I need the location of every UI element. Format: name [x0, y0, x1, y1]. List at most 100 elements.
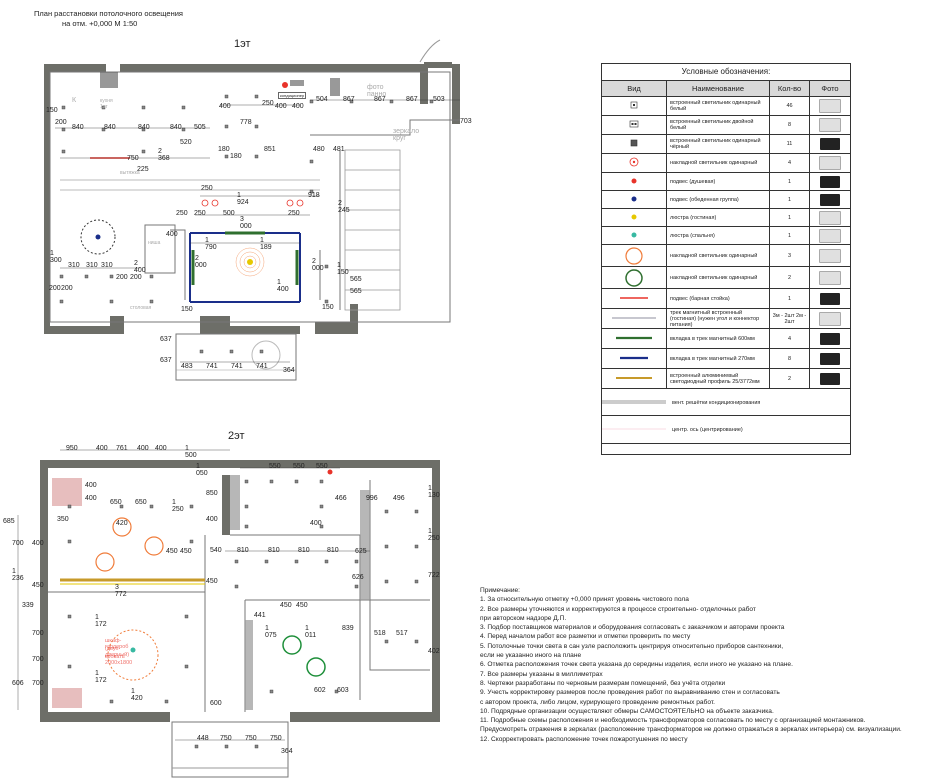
dim: 1 250: [428, 528, 440, 542]
dim: 420: [116, 520, 128, 527]
photo-thumbnail: [820, 175, 840, 188]
dim: 810: [298, 547, 310, 554]
dim: 918: [308, 192, 320, 199]
dim: 750: [270, 735, 282, 742]
dim: 741: [206, 363, 218, 370]
dim: 1 924: [237, 192, 249, 206]
dim: 504: [316, 96, 328, 103]
legend-symbol: [602, 369, 667, 388]
photo-thumbnail: [819, 248, 841, 263]
dim: 400: [85, 495, 97, 502]
legend-name: люстра (спальня): [667, 227, 770, 244]
legend-name: встроенный алюминиевый светодиодный проф…: [667, 369, 770, 388]
legend-name: трек магнитный встроенный (гостиная) (ну…: [667, 309, 770, 328]
dim: 1 130: [428, 485, 440, 499]
dim: 400: [85, 482, 97, 489]
text-k: К: [72, 97, 77, 104]
dim: 867: [406, 96, 418, 103]
dim: 1 420: [131, 688, 143, 702]
dim: 867: [343, 96, 355, 103]
dim: 778: [240, 119, 252, 126]
legend-symbol: центр. ось (центрирование): [602, 416, 850, 443]
floor2-label: 2эт: [228, 430, 245, 442]
dim: 200: [49, 285, 61, 292]
note-line: 11. Подробные схемы расположения и необх…: [480, 717, 866, 725]
dim: 1 075: [265, 625, 277, 639]
dim: 565: [350, 288, 362, 295]
legend-col-qty: Кол-во: [770, 81, 810, 96]
dim: 250: [288, 210, 300, 217]
legend-row: подвес (обеденная группа)1: [602, 191, 850, 209]
photo-thumbnail: [820, 138, 840, 150]
floor1-plan: [44, 39, 460, 381]
dim: 180: [230, 153, 242, 160]
legend-photo: [810, 289, 850, 308]
dim: 450: [166, 548, 178, 555]
legend-symbol: [602, 191, 667, 208]
dim: 650: [110, 499, 122, 506]
legend-symbol: [602, 209, 667, 226]
dim: 550: [316, 463, 328, 470]
dim: 700: [12, 540, 24, 547]
dim: 565: [350, 276, 362, 283]
legend-name: встроенный светильник одинарный чёрный: [667, 135, 770, 153]
dim: 810: [237, 547, 249, 554]
dim: 1 150: [337, 262, 349, 276]
dim: 400: [275, 103, 287, 110]
photo-thumbnail: [820, 352, 840, 365]
legend-photo: [810, 245, 850, 266]
legend-name: подвес (душевая): [667, 173, 770, 190]
legend-name: встроенный светильник двойной белый: [667, 116, 770, 134]
dim: 2 368: [158, 148, 170, 162]
dim: 364: [283, 367, 295, 374]
dim: 250: [194, 210, 206, 217]
dim: 150: [46, 107, 58, 114]
chandelier-living-icon: [247, 259, 253, 265]
dim: 310: [68, 262, 80, 269]
text-hood: вытяжка: [120, 170, 140, 176]
notes: Примечание: 1. За относительную отметку …: [480, 586, 930, 744]
dim: 2 245: [338, 200, 350, 214]
dim: 741: [256, 363, 268, 370]
text-kitchen: кухня 1эт: [100, 98, 113, 110]
dim: 517: [396, 630, 408, 637]
dim: 450: [32, 582, 44, 589]
legend-symbol: [602, 154, 667, 172]
photo-thumbnail: [819, 228, 841, 243]
photo-thumbnail: [820, 372, 840, 385]
dim: 400: [155, 445, 167, 452]
dim: 400: [96, 445, 108, 452]
legend-name: вент. решётки кондиционирования: [672, 399, 761, 406]
dim: 1 172: [95, 614, 107, 628]
legend-photo: [810, 349, 850, 368]
dim: 3 772: [115, 584, 127, 598]
photo-thumbnail: [820, 193, 840, 206]
note-line: 6. Отметка расположения точек света указ…: [480, 661, 793, 669]
dim: 550: [293, 463, 305, 470]
legend-symbol: [602, 349, 667, 368]
dim: 400: [137, 445, 149, 452]
text-photo-panel: фото панно: [367, 84, 387, 98]
legend-row: подвес (барная стойка)1: [602, 289, 850, 309]
legend-name: встроенный светильник одинарный белый: [667, 97, 770, 115]
legend-qty: 1: [770, 173, 810, 190]
dim: 1 400: [277, 279, 289, 293]
dim: 625: [355, 548, 367, 555]
legend-photo: [810, 154, 850, 172]
legend-photo: [810, 267, 850, 288]
legend-header: Вид Наименование Кол-во Фото: [602, 81, 850, 97]
dim: 606: [12, 680, 24, 687]
dim: 2 000: [195, 255, 207, 269]
dim: 2 400: [134, 260, 146, 274]
dim: 1 500: [185, 445, 197, 459]
legend-symbol: [602, 267, 667, 288]
dim: 483: [181, 363, 193, 370]
note-line: 3. Подбор поставщиков материалов и обору…: [480, 624, 785, 632]
legend-table: Условные обозначения: Вид Наименование К…: [601, 63, 851, 455]
legend-symbol: [602, 289, 667, 308]
note-line: 7. Все размеры указаны в миллиметрах: [480, 670, 603, 678]
legend-qty: 8: [770, 116, 810, 134]
